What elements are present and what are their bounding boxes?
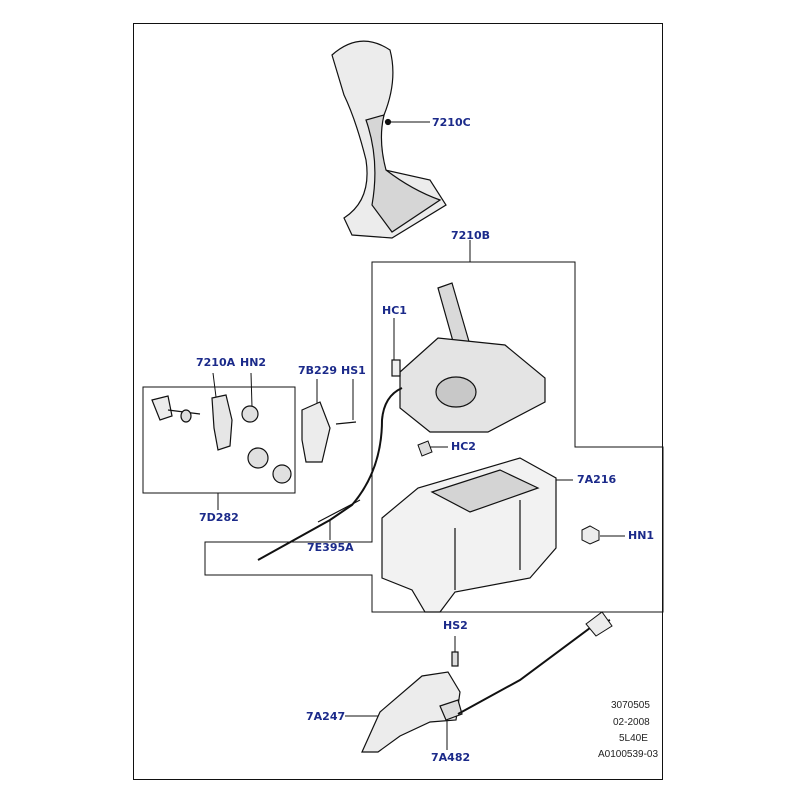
label-hn2: HN2: [240, 356, 267, 369]
label-7e395a: 7E395A: [307, 541, 354, 554]
lever-hardware: [151, 394, 357, 484]
label-hs2: HS2: [443, 619, 468, 632]
diagram-frame: [133, 23, 663, 780]
footer-code-2: A0100539-03: [598, 749, 659, 760]
lower-cable: [457, 619, 611, 715]
clip-hc2-part: [417, 440, 433, 457]
label-hs1: HS1: [341, 364, 366, 377]
label-7210a: 7210A: [196, 356, 236, 369]
label-7a482: 7A482: [431, 751, 471, 764]
shifter-mechanism: [391, 282, 546, 433]
label-7210b: 7210B: [451, 229, 490, 242]
nut-hn1-part: [581, 525, 600, 545]
selector-housing: [381, 457, 557, 613]
label-7b229: 7B229: [298, 364, 337, 377]
label-7a216: 7A216: [577, 473, 617, 486]
footer-date: 02-2008: [613, 717, 650, 728]
callout-box-shifter: [204, 261, 664, 613]
label-hc1: HC1: [382, 304, 407, 317]
label-hc2: HC2: [451, 440, 476, 453]
label-7210c: 7210C: [432, 116, 471, 129]
label-7a247: 7A247: [306, 710, 346, 723]
footer-model: 5L40E: [619, 733, 648, 744]
gear-knob-boot: [331, 40, 447, 239]
shift-cable: [257, 387, 403, 561]
footer-code-1: 3070505: [611, 700, 650, 711]
lower-bracket: [361, 651, 463, 753]
label-hn1: HN1: [628, 529, 655, 542]
label-7d282: 7D282: [199, 511, 239, 524]
callout-box-7d282: [142, 386, 296, 494]
